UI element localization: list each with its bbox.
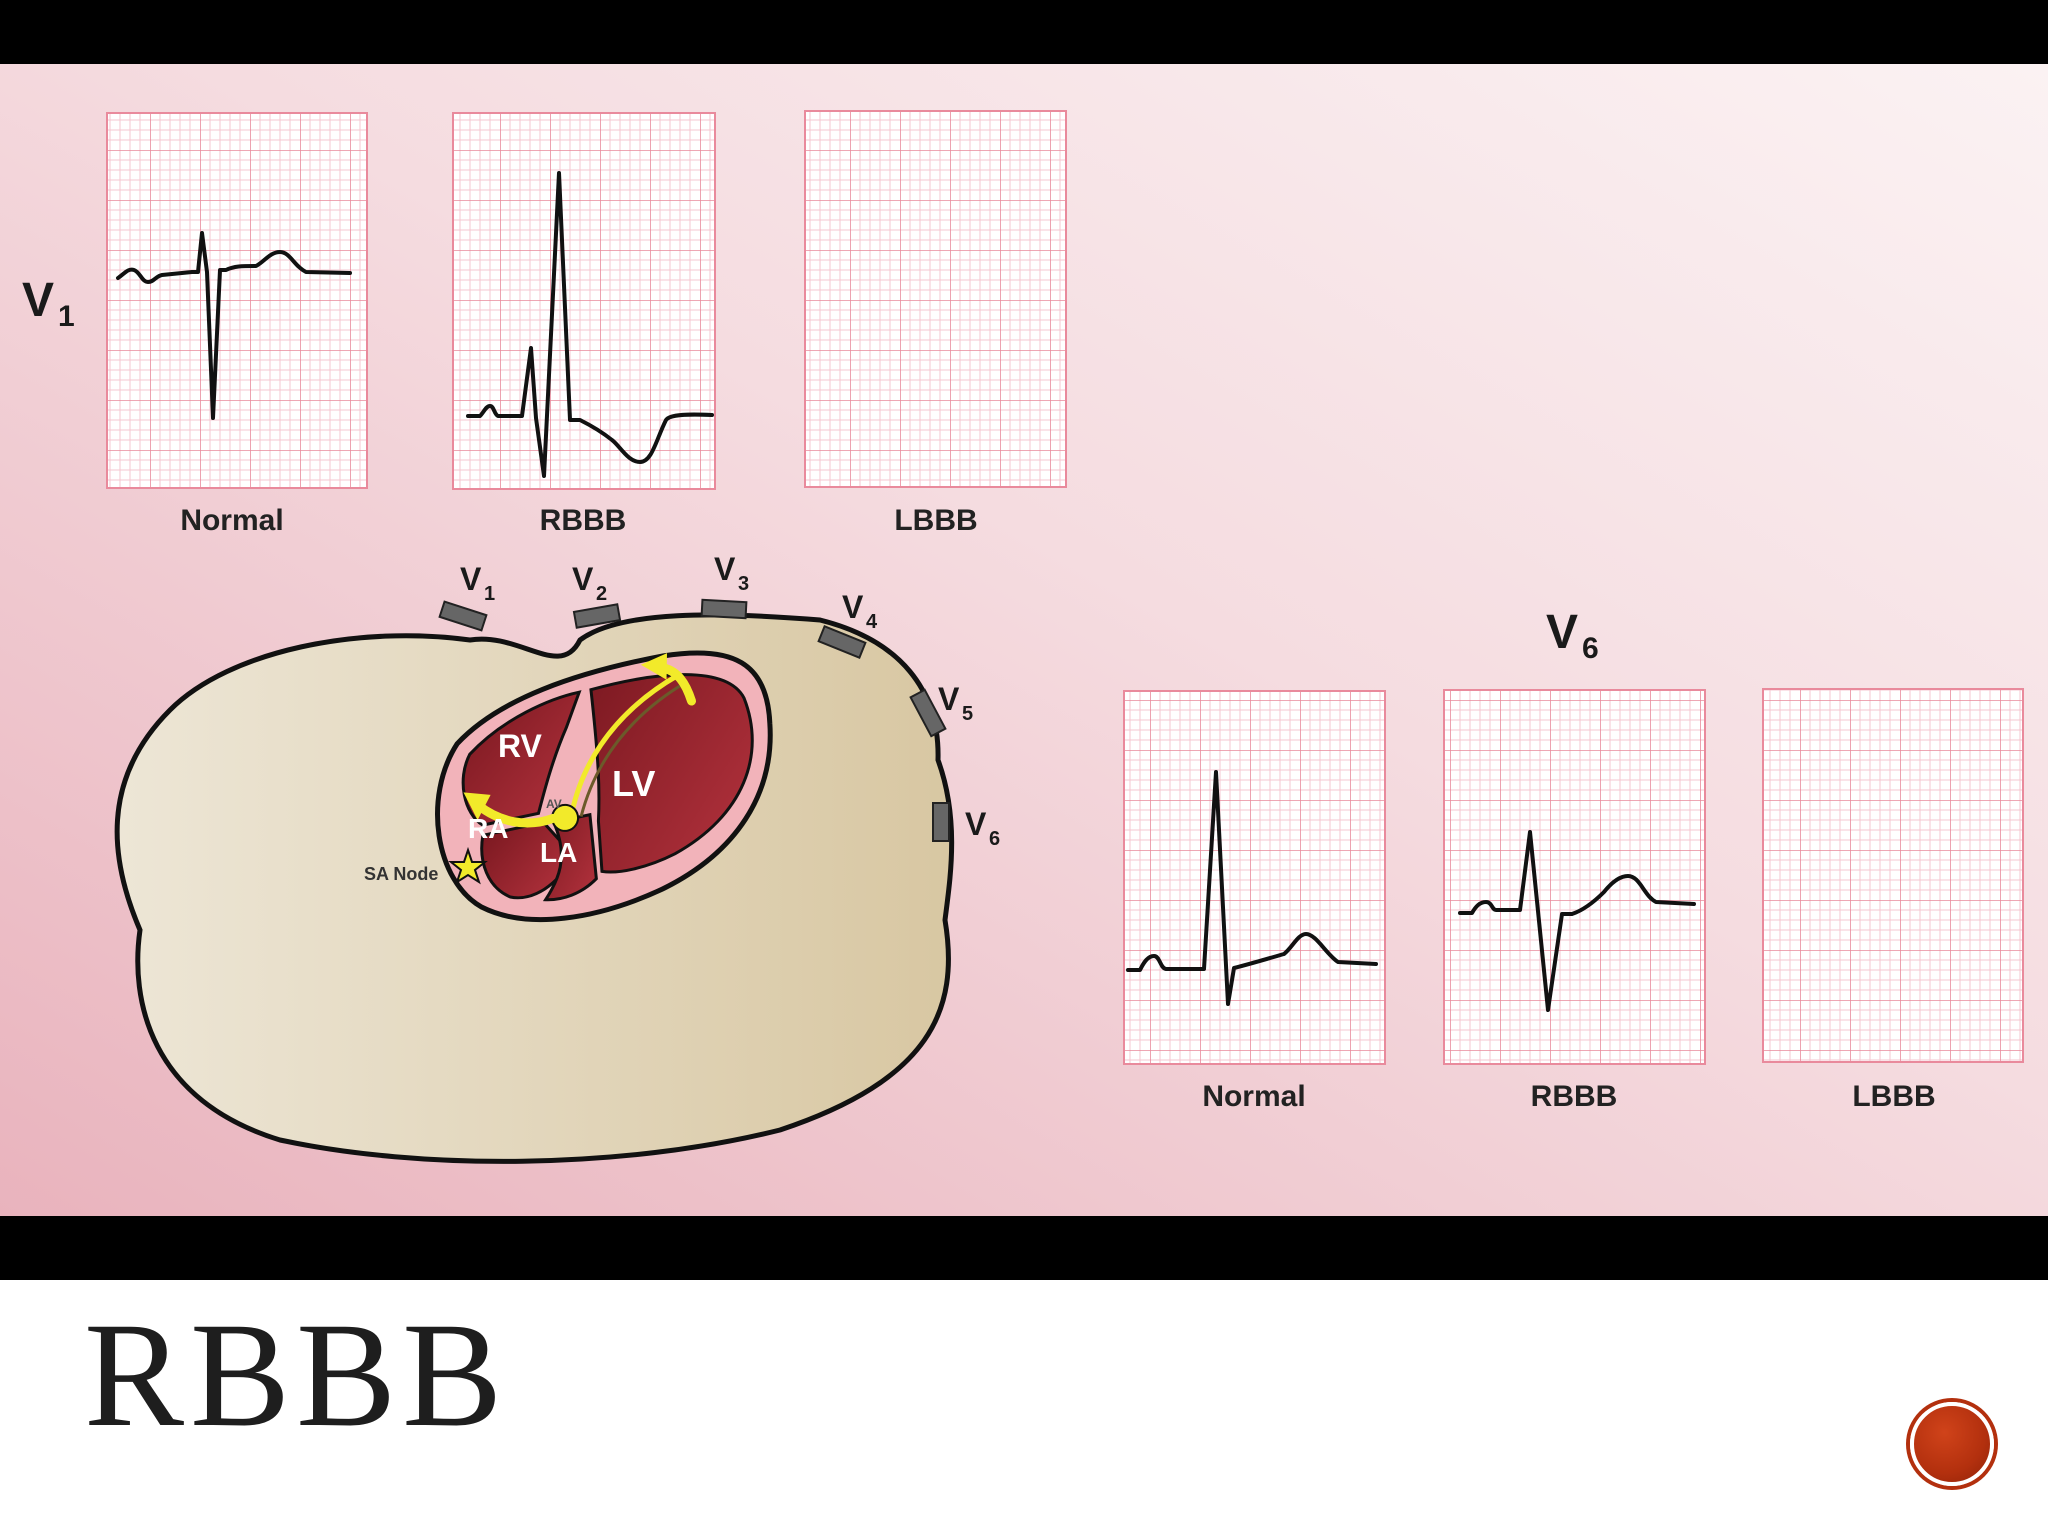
svg-text:6: 6 [989, 828, 1000, 850]
svg-text:V: V [22, 274, 54, 327]
label-av: AV [546, 797, 562, 811]
svg-text:3: 3 [738, 573, 749, 595]
panel-label: RBBB [1531, 1080, 1618, 1113]
panel-label: RBBB [540, 504, 627, 537]
v6-lbbb-ecg-panel: LBBB [1763, 689, 2023, 1113]
ecg-grid [1124, 691, 1385, 1064]
svg-text:1: 1 [484, 583, 495, 605]
bottom-black-bar [0, 1216, 2048, 1280]
svg-text:4: 4 [866, 611, 878, 633]
svg-text:V: V [938, 681, 960, 717]
ecg-grid [1763, 689, 2023, 1062]
top-black-bar [0, 0, 2048, 64]
svg-text:V: V [714, 551, 736, 587]
panel-label: Normal [180, 504, 283, 537]
svg-text:5: 5 [962, 703, 973, 725]
ecg-grid [1444, 690, 1705, 1064]
ecg-grid [453, 113, 715, 489]
ecg-grid [107, 113, 367, 488]
label-lv: LV [612, 763, 655, 804]
electrode-v3 [702, 600, 747, 618]
electrode-v6 [933, 803, 949, 841]
ecg-grid [805, 111, 1066, 487]
svg-text:V: V [1546, 606, 1578, 659]
svg-text:V: V [460, 561, 482, 597]
v6-rbbb-ecg-panel: RBBB [1444, 690, 1705, 1113]
v1-normal-ecg-panel: Normal [107, 113, 367, 537]
label-ra: RA [468, 813, 508, 844]
label-rv: RV [498, 728, 543, 764]
svg-text:6: 6 [1582, 632, 1599, 665]
panel-label: Normal [1202, 1080, 1305, 1113]
label-la: LA [540, 837, 577, 868]
panel-label: LBBB [1852, 1080, 1935, 1113]
slide-title: RBBB [84, 1300, 508, 1450]
panel-label: LBBB [894, 504, 977, 537]
v6-normal-ecg-panel: Normal [1124, 691, 1385, 1113]
svg-text:V: V [965, 806, 987, 842]
svg-text:1: 1 [58, 300, 75, 333]
svg-text:V: V [842, 589, 864, 625]
svg-text:V: V [572, 561, 594, 597]
v1-rbbb-ecg-panel: RBBB [453, 113, 715, 537]
sa-node-label: SA Node [364, 864, 438, 884]
v1-lbbb-ecg-panel: LBBB [805, 111, 1066, 537]
next-slide-button[interactable] [1910, 1402, 1994, 1486]
svg-text:2: 2 [596, 583, 607, 605]
